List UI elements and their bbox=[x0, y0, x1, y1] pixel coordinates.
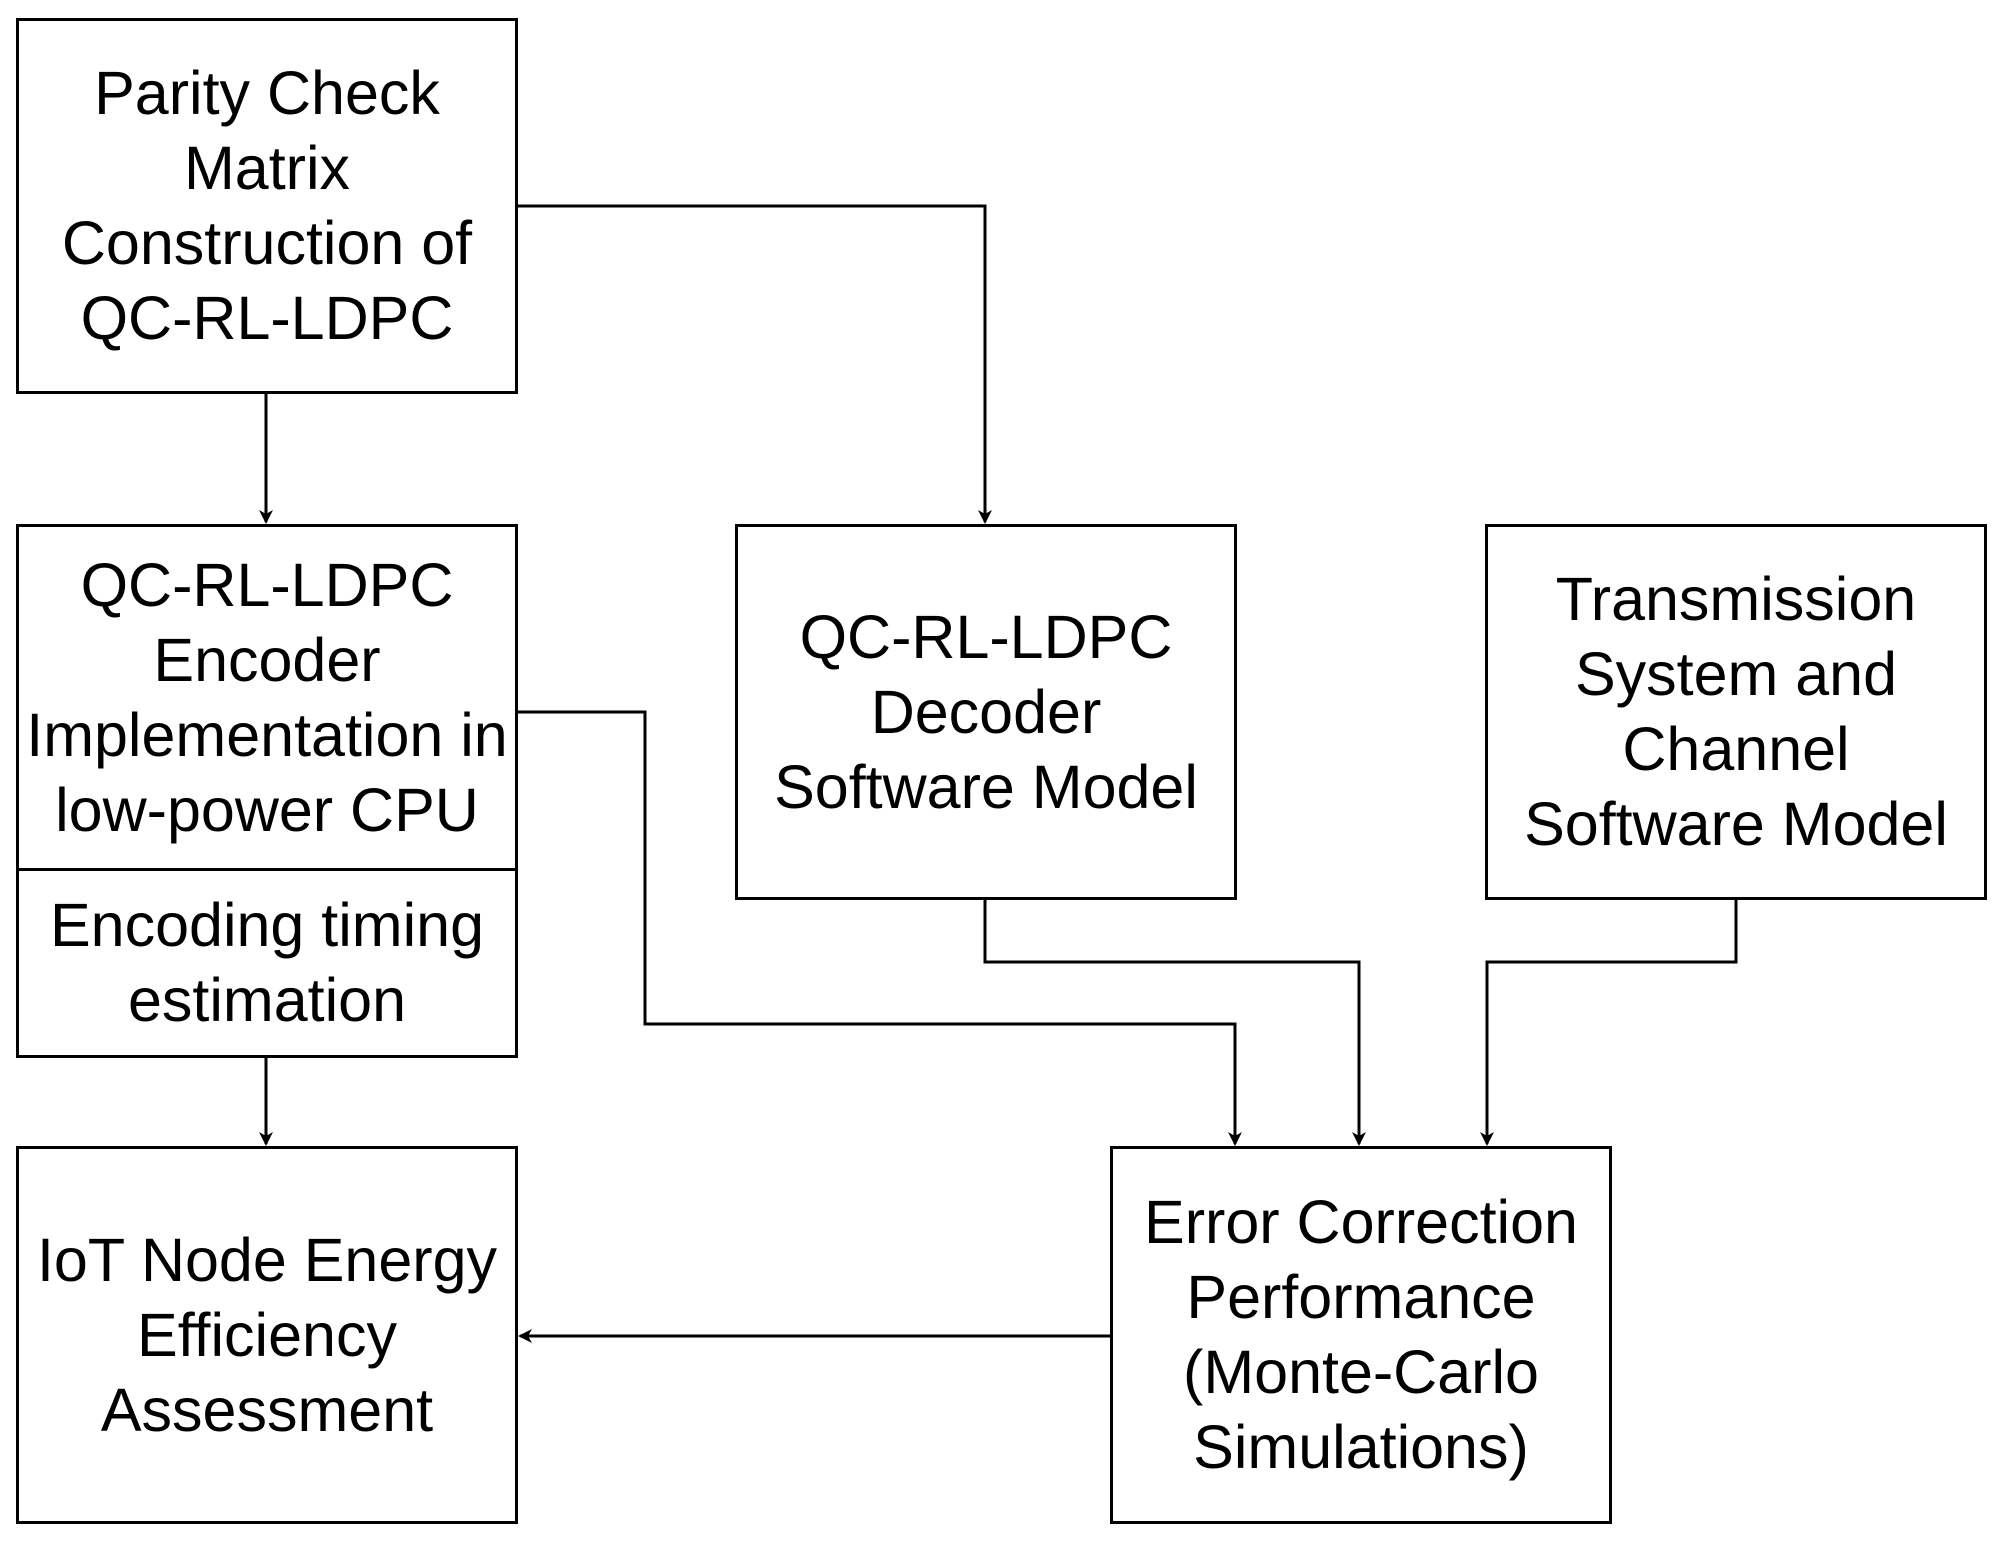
parity-check-construction-box: Parity Check Matrix Construction of QC-R… bbox=[16, 18, 518, 394]
encoder-implementation-box: QC-RL-LDPC Encoder Implementation in low… bbox=[16, 524, 518, 1058]
error-correction-performance-label: Error Correction Performance (Monte-Carl… bbox=[1144, 1188, 1578, 1481]
transmission-system-box: Transmission System and Channel Software… bbox=[1485, 524, 1987, 900]
encoding-timing-label: Encoding timing estimation bbox=[49, 891, 485, 1034]
encoder-implementation-section: QC-RL-LDPC Encoder Implementation in low… bbox=[19, 527, 515, 871]
error-correction-performance-box: Error Correction Performance (Monte-Carl… bbox=[1110, 1146, 1612, 1524]
parity-check-construction-label: Parity Check Matrix Construction of QC-R… bbox=[61, 59, 473, 352]
arrow-transmission-to-error-correction bbox=[1480, 900, 1738, 1146]
encoder-implementation-label: QC-RL-LDPC Encoder Implementation in low… bbox=[26, 550, 508, 844]
arrow-parity-to-decoder bbox=[518, 204, 992, 524]
iot-energy-efficiency-box: IoT Node Energy Efficiency Assessment bbox=[16, 1146, 518, 1524]
encoding-timing-section: Encoding timing estimation bbox=[19, 871, 515, 1055]
transmission-system-label: Transmission System and Channel Software… bbox=[1524, 565, 1948, 858]
decoder-software-model-box: QC-RL-LDPC Decoder Software Model bbox=[735, 524, 1237, 900]
decoder-software-model-label: QC-RL-LDPC Decoder Software Model bbox=[774, 602, 1198, 821]
arrow-encoder-to-error-correction bbox=[518, 710, 1242, 1146]
iot-energy-efficiency-label: IoT Node Energy Efficiency Assessment bbox=[36, 1225, 498, 1444]
arrow-decoder-to-error-correction bbox=[983, 900, 1366, 1146]
